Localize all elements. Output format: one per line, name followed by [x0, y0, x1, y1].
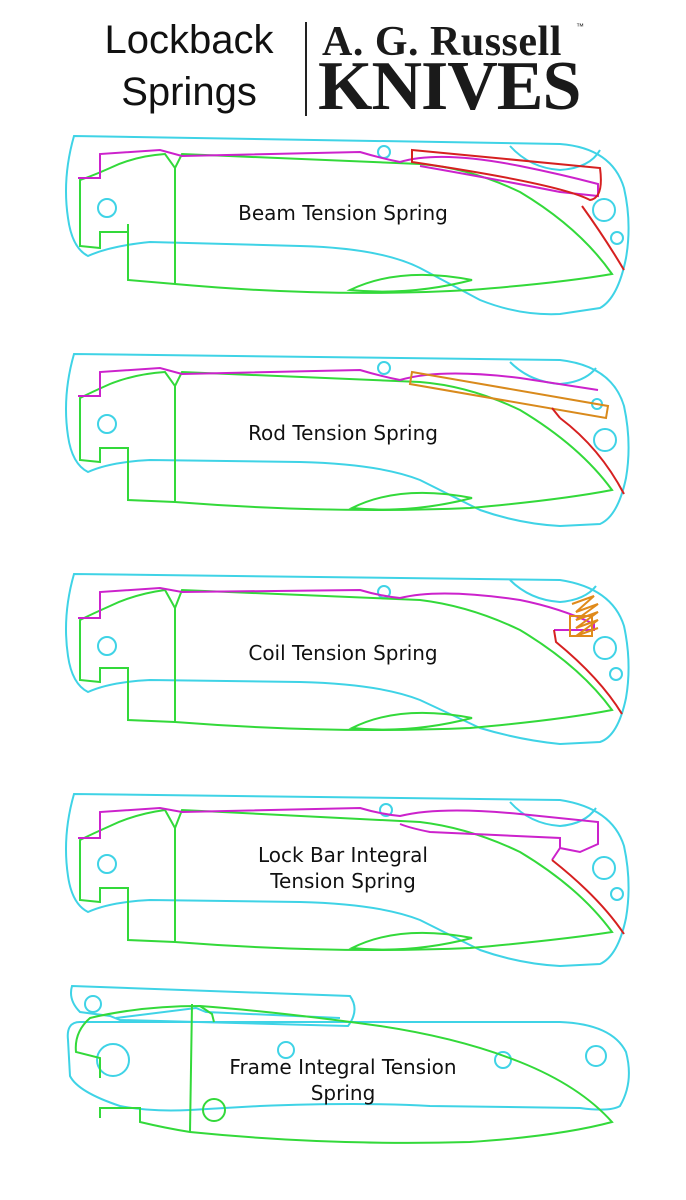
pivot-hole: [96, 1043, 130, 1077]
rear-pin-small: [610, 231, 624, 245]
pivot-hole: [97, 854, 117, 874]
rod-spring: [408, 370, 610, 420]
stop-pin: [377, 145, 391, 159]
spring-tail: [551, 859, 625, 935]
handle-pin-3: [585, 1045, 607, 1067]
blade-outline: [79, 152, 614, 294]
pivot-hole: [97, 636, 117, 656]
spring-tail-inner: [551, 407, 561, 419]
spring-tail: [559, 417, 625, 495]
logo-trademark: ™: [576, 22, 584, 31]
rear-pin-small: [610, 887, 624, 901]
header-divider: [305, 22, 307, 116]
diagram-beam-tension-spring: Beam Tension Spring: [0, 128, 686, 328]
handle-front-arc: [509, 801, 597, 828]
handle-outline: [65, 134, 630, 316]
diagram-label-line-2: Tension Spring: [270, 869, 416, 893]
blade-outline: [74, 1004, 614, 1144]
pivot-hole: [97, 198, 117, 218]
brand-logo: A. G. Russell ™ KNIVES: [318, 18, 588, 122]
coil-spring-body: [569, 615, 593, 637]
thumb-slot: [348, 931, 473, 951]
pivot-hole: [97, 414, 117, 434]
lockbar: [78, 148, 599, 198]
knife-drawing-rod: [65, 352, 630, 528]
knife-drawing-lockbar: [65, 792, 630, 968]
logo-line-2: KNIVES: [318, 48, 581, 125]
lockbar: [78, 586, 595, 631]
blade-ricasso: [189, 1003, 193, 1133]
stop-pin: [377, 361, 391, 375]
thumb-slot: [348, 491, 473, 511]
liner-top: [70, 984, 356, 1028]
liner-hole: [84, 995, 102, 1013]
lockbar: [78, 806, 599, 854]
diagram-label: Frame Integral Tension: [229, 1055, 457, 1079]
diagram-label: Lock Bar Integral: [258, 843, 428, 867]
beam-spring: [411, 148, 602, 202]
rear-pin: [593, 428, 617, 452]
spring-tail: [553, 629, 623, 715]
knife-drawing-beam: [65, 134, 630, 316]
handle-pin-1: [277, 1041, 295, 1059]
title-line-1: Lockback: [104, 18, 274, 62]
spring-tail: [581, 205, 625, 271]
header: Lockback Springs A. G. Russell ™ KNIVES: [0, 0, 686, 122]
title-line-2: Springs: [121, 70, 257, 114]
lockbar-tail: [551, 847, 561, 861]
diagram-lockbar-integral-spring: Lock Bar Integral Tension Spring: [0, 788, 686, 988]
frame-integral-spring: [115, 1006, 341, 1019]
rear-pin: [592, 856, 616, 880]
rear-pin-small: [609, 667, 623, 681]
handle-pin-2: [494, 1051, 512, 1069]
handle-front-arc: [509, 145, 601, 172]
diagram-label-line-2: Spring: [310, 1081, 376, 1105]
thumb-slot: [346, 273, 473, 293]
knife-drawing-frame: [66, 984, 630, 1144]
blade-tang: [199, 1005, 215, 1023]
thumb-slot: [348, 711, 473, 731]
rear-pin: [593, 636, 617, 660]
diagram-label: Beam Tension Spring: [238, 201, 448, 225]
diagram-frame-integral-spring: Frame Integral Tension Spring: [0, 982, 686, 1182]
stop-pin: [379, 803, 393, 817]
diagram-label: Coil Tension Spring: [248, 641, 438, 665]
thumb-stud: [202, 1098, 226, 1122]
knife-drawing-coil: [65, 572, 630, 746]
page-title: Lockback Springs: [84, 14, 294, 118]
rear-pin: [592, 198, 616, 222]
diagram-rod-tension-spring: Rod Tension Spring: [0, 348, 686, 548]
logo-line-1: A. G. Russell: [322, 19, 562, 65]
handle-front-arc: [509, 579, 597, 604]
diagram-label: Rod Tension Spring: [248, 421, 438, 445]
diagram-coil-tension-spring: Coil Tension Spring: [0, 568, 686, 768]
